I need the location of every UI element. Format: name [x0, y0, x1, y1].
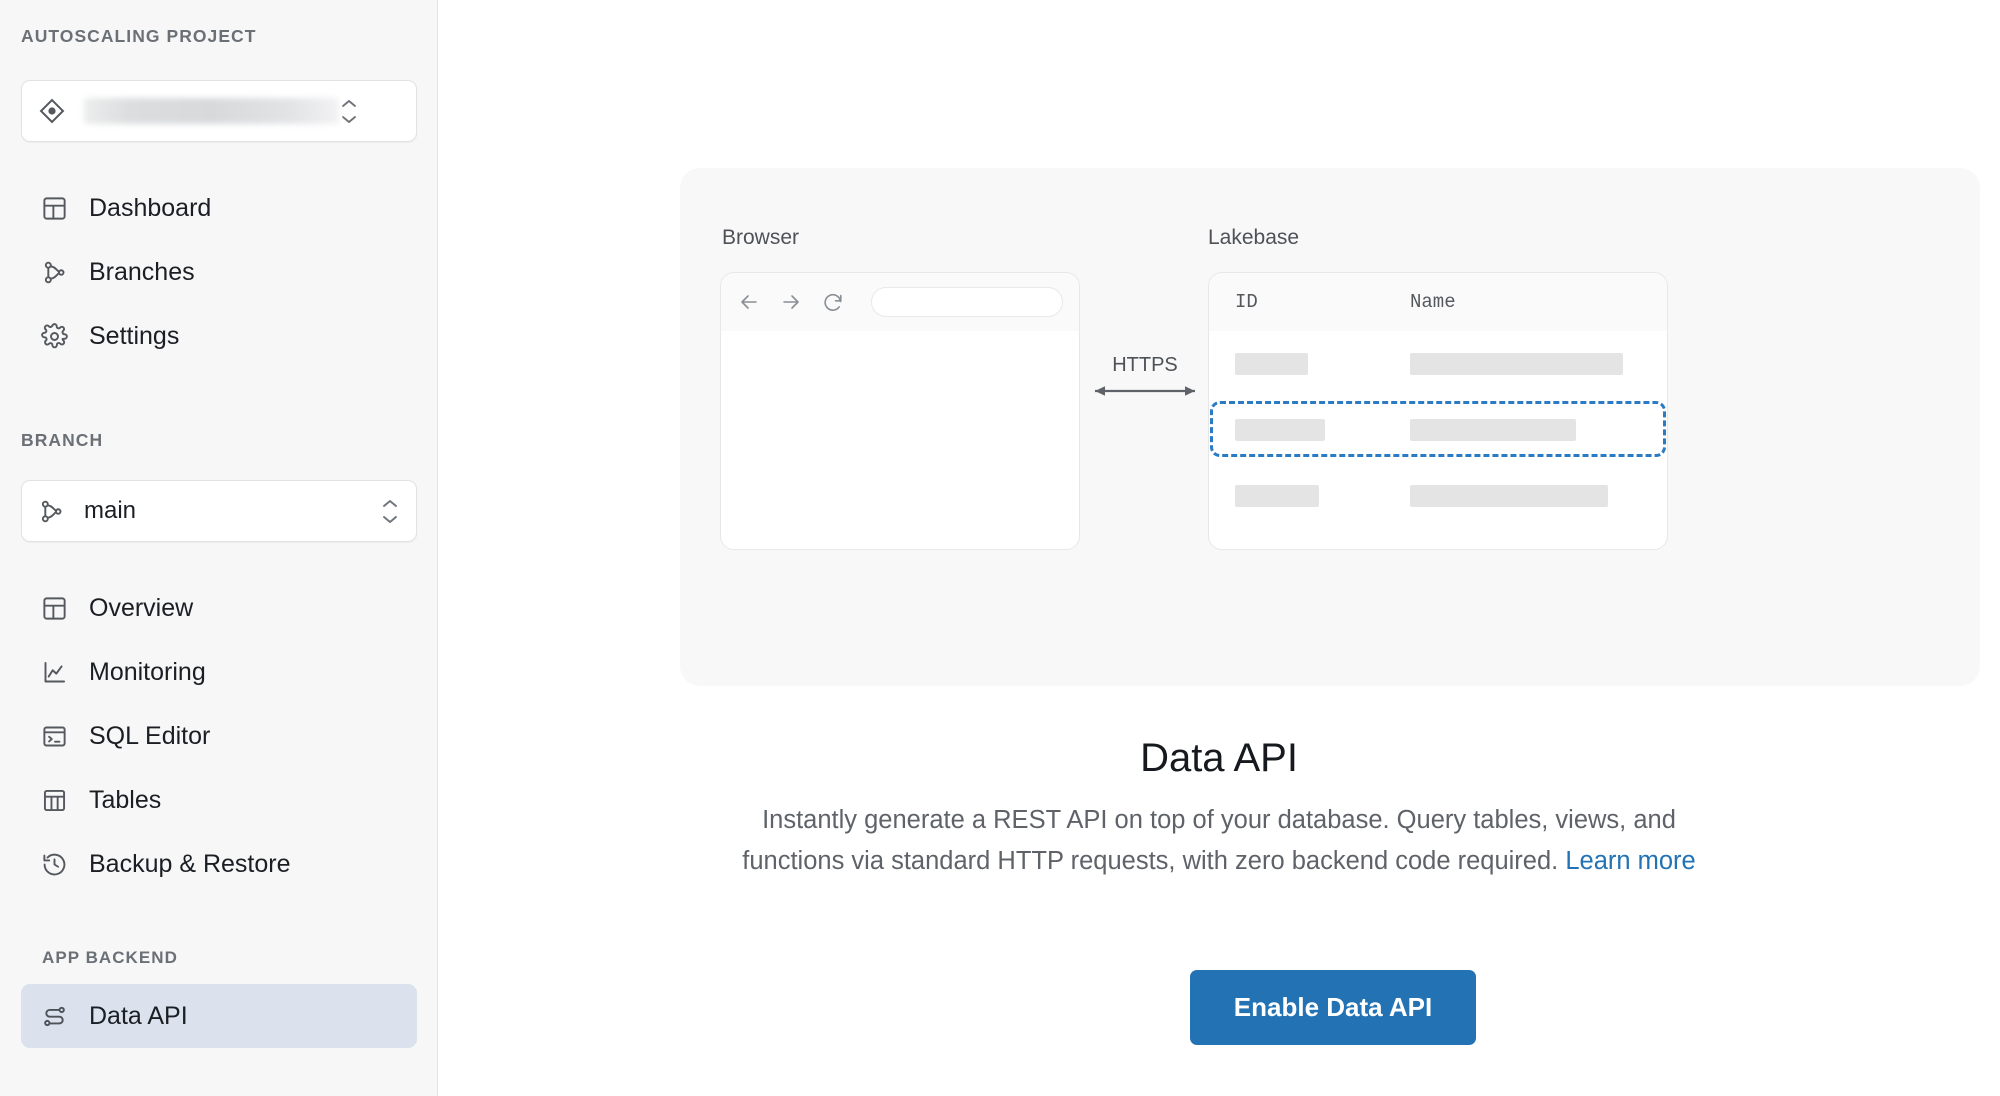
- branch-icon: [39, 257, 69, 287]
- table-cell-id-placeholder: [1235, 419, 1325, 441]
- lakebase-table-mock: ID Name: [1208, 272, 1668, 550]
- sidebar-item-backup-restore[interactable]: Backup & Restore: [21, 832, 417, 896]
- browser-toolbar: [721, 273, 1079, 331]
- sidebar-item-label: Settings: [89, 321, 180, 350]
- sidebar-item-label: Dashboard: [89, 193, 212, 222]
- sidebar-item-overview[interactable]: Overview: [21, 576, 417, 640]
- column-header-id: ID: [1235, 291, 1258, 313]
- sidebar-item-label: Tables: [89, 785, 162, 814]
- terminal-window-icon: [39, 721, 69, 751]
- table-row: [1209, 463, 1667, 529]
- branch-selector-value: main: [84, 497, 137, 524]
- https-connector: HTTPS: [1085, 354, 1205, 418]
- table-cell-name-placeholder: [1410, 485, 1608, 507]
- sidebar-item-tables[interactable]: Tables: [21, 768, 417, 832]
- sidebar-item-sql-editor[interactable]: SQL Editor: [21, 704, 417, 768]
- project-diamond-icon: [38, 97, 72, 125]
- project-name-redacted: [84, 98, 339, 124]
- dashboard-grid-icon: [39, 193, 69, 223]
- column-header-name: Name: [1410, 291, 1456, 313]
- enable-data-api-button[interactable]: Enable Data API: [1190, 970, 1476, 1045]
- browser-url-input[interactable]: [871, 287, 1063, 317]
- lakebase-caption: Lakebase: [1208, 226, 1300, 249]
- gear-icon: [39, 321, 69, 351]
- lakebase-table-body: [1209, 331, 1667, 529]
- sidebar-item-dashboard[interactable]: Dashboard: [21, 176, 417, 240]
- back-arrow-icon[interactable]: [737, 290, 761, 314]
- table-row: [1209, 397, 1667, 463]
- sidebar-item-label: Backup & Restore: [89, 849, 291, 878]
- page-description-text: Instantly generate a REST API on top of …: [742, 806, 1676, 875]
- sidebar-item-label: SQL Editor: [89, 721, 211, 750]
- branch-selector[interactable]: main: [21, 480, 417, 542]
- learn-more-link[interactable]: Learn more: [1565, 847, 1696, 875]
- page-title: Data API: [1140, 736, 1298, 780]
- project-selector[interactable]: [21, 80, 417, 142]
- sidebar-item-settings[interactable]: Settings: [21, 304, 417, 368]
- dashboard-grid-icon: [39, 593, 69, 623]
- browser-viewport: [721, 331, 1079, 549]
- main-content: Browser HTTPS: [438, 0, 2000, 1096]
- table-cell-name-placeholder: [1410, 419, 1576, 441]
- table-cell-id-placeholder: [1235, 485, 1319, 507]
- https-label: HTTPS: [1112, 354, 1178, 376]
- browser-caption: Browser: [722, 226, 800, 249]
- browser-mock: [720, 272, 1080, 550]
- sidebar-item-label: Branches: [89, 257, 195, 286]
- table-row: [1209, 331, 1667, 397]
- sidebar: AUTOSCALING PROJECT: [0, 0, 438, 1096]
- sidebar-item-monitoring[interactable]: Monitoring: [21, 640, 417, 704]
- branch-icon: [38, 498, 72, 525]
- lakebase-table-header: ID Name: [1209, 273, 1667, 331]
- sidebar-item-branches[interactable]: Branches: [21, 240, 417, 304]
- sidebar-item-label: Monitoring: [89, 657, 206, 686]
- forward-arrow-icon[interactable]: [779, 290, 803, 314]
- history-clock-icon: [39, 849, 69, 879]
- sidebar-section-label-branch: BRANCH: [21, 430, 104, 450]
- double-arrow-icon: [1095, 386, 1195, 396]
- sidebar-nav-project: Dashboard Branches Setti: [21, 176, 417, 368]
- sidebar-item-label: Data API: [89, 1001, 188, 1030]
- chevron-up-down-icon: [380, 498, 400, 525]
- sidebar-nav-branch: Overview Monitoring SQL Editor: [21, 576, 417, 896]
- line-chart-icon: [39, 657, 69, 687]
- data-api-route-icon: [39, 1001, 69, 1031]
- data-api-illustration: Browser HTTPS: [680, 168, 1980, 686]
- reload-icon[interactable]: [821, 290, 845, 314]
- sidebar-item-data-api[interactable]: Data API: [21, 984, 417, 1048]
- table-cell-name-placeholder: [1410, 353, 1623, 375]
- chevron-up-down-icon: [339, 98, 359, 125]
- sidebar-nav-app-backend: Data API: [21, 984, 417, 1048]
- sidebar-section-label-project: AUTOSCALING PROJECT: [21, 26, 257, 46]
- sidebar-section-label-app-backend: APP BACKEND: [42, 948, 178, 967]
- sidebar-item-label: Overview: [89, 593, 194, 622]
- page-description: Instantly generate a REST API on top of …: [719, 800, 1719, 882]
- table-icon: [39, 785, 69, 815]
- table-cell-id-placeholder: [1235, 353, 1308, 375]
